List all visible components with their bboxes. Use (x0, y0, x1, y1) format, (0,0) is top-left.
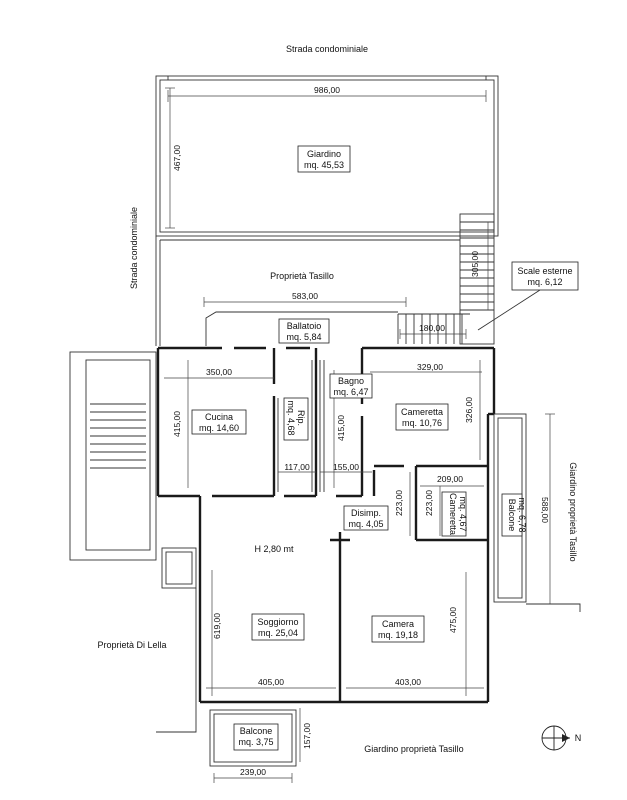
external-stairs (397, 213, 495, 345)
scale-esterne-area: mq. 6,12 (527, 277, 562, 287)
balcone-right-area: mq. 6,78 (517, 497, 527, 532)
soggiorno-name: Soggiorno (257, 617, 298, 627)
dim-415-bagno: 415,00 (336, 415, 346, 441)
left-stair-block (69, 351, 197, 733)
dimension-lines-interior (164, 360, 484, 783)
soggiorno-area: mq. 25,04 (258, 628, 298, 638)
dim-583: 583,00 (292, 291, 318, 301)
dim-467: 467,00 (172, 145, 182, 171)
dim-157: 157,00 (302, 723, 312, 749)
dim-155: 155,00 (333, 462, 359, 472)
giardino-name: Giardino (307, 149, 341, 159)
dim-986: 986,00 (314, 85, 340, 95)
cameretta2-area: mq. 4,67 (458, 496, 468, 531)
camera-label-box (371, 615, 425, 643)
camera-name: Camera (382, 619, 414, 629)
dim-117: 117,00 (284, 462, 310, 472)
north-label: N (575, 733, 582, 743)
balcone-bottom-area: mq. 3,75 (238, 737, 273, 747)
street-top-label: Strada condominiale (286, 44, 368, 54)
bagno-name: Bagno (338, 376, 364, 386)
disimp-name: Disimp. (351, 508, 381, 518)
dim-329: 329,00 (417, 362, 443, 372)
giardino-tasillo-bottom-label: Giardino proprietà Tasillo (364, 744, 463, 754)
dim-619: 619,00 (212, 613, 222, 639)
balcone-bottom-label-box (233, 723, 279, 751)
ballatoio-label-box (278, 318, 330, 344)
rip-name: Rip. (296, 410, 306, 426)
dim-223-left: 223,00 (394, 490, 404, 516)
dimension-467 (165, 87, 175, 229)
balcone-right-label-box (501, 493, 523, 537)
scale-esterne-label-box (511, 261, 579, 291)
dim-223-right: 223,00 (424, 490, 434, 516)
dim-405: 405,00 (258, 677, 284, 687)
dim-209: 209,00 (437, 474, 463, 484)
giardino-area: mq. 45,53 (304, 160, 344, 170)
cucina-area: mq. 14,60 (199, 423, 239, 433)
camera-area: mq. 19,18 (378, 630, 418, 640)
cameretta1-area: mq. 10,76 (402, 418, 442, 428)
cameretta2-label-box (441, 491, 467, 537)
dim-588: 588,00 (540, 497, 550, 523)
dim-326: 326,00 (464, 397, 474, 423)
disimp-area: mq. 4,05 (348, 519, 383, 529)
ballatoio-area: mq. 5,84 (286, 332, 321, 342)
cameretta1-name: Cameretta (401, 407, 443, 417)
scale-esterne-name: Scale esterne (517, 266, 572, 276)
rip-inner (277, 360, 325, 492)
giardino-label-box (297, 145, 351, 173)
bagno-label-box (329, 373, 373, 399)
dim-350: 350,00 (206, 367, 232, 377)
rip-label-box (283, 397, 309, 441)
street-left-label: Strada condominiale (129, 207, 139, 289)
dimension-588 (526, 413, 581, 612)
balcone-bottom (209, 709, 297, 767)
dim-305: 305,00 (470, 251, 480, 277)
garden-area (155, 75, 499, 346)
dim-239: 239,00 (240, 767, 266, 777)
north-arrow-icon (541, 725, 570, 751)
dim-415-left: 415,00 (172, 411, 182, 437)
bagno-area: mq. 6,47 (333, 387, 368, 397)
ballatoio-outline (203, 297, 407, 346)
balcone-bottom-name: Balcone (240, 726, 273, 736)
disimp-label-box (343, 505, 389, 531)
dimension-180 (399, 329, 467, 339)
dim-475: 475,00 (448, 607, 458, 633)
apartment-walls (156, 346, 496, 704)
proprieta-tasillo-label: Proprietà Tasillo (270, 271, 334, 281)
balcone-right-name: Balcone (507, 499, 517, 532)
dim-403: 403,00 (395, 677, 421, 687)
soggiorno-label-box (251, 613, 305, 641)
ballatoio-name: Ballatoio (287, 321, 322, 331)
cameretta1-label-box (395, 403, 449, 431)
cucina-label-box (191, 409, 247, 435)
rip-area: mq. 4,68 (286, 400, 296, 435)
height-label: H 2,80 mt (254, 544, 294, 554)
cameretta2-name: Cameretta (448, 493, 458, 535)
cucina-name: Cucina (205, 412, 233, 422)
proprieta-di-lella-label: Proprietà Di Lella (97, 640, 166, 650)
dim-180: 180,00 (419, 323, 445, 333)
giardino-tasillo-right-label: Giardino proprietà Tasillo (568, 462, 578, 561)
dimension-986 (167, 90, 487, 102)
